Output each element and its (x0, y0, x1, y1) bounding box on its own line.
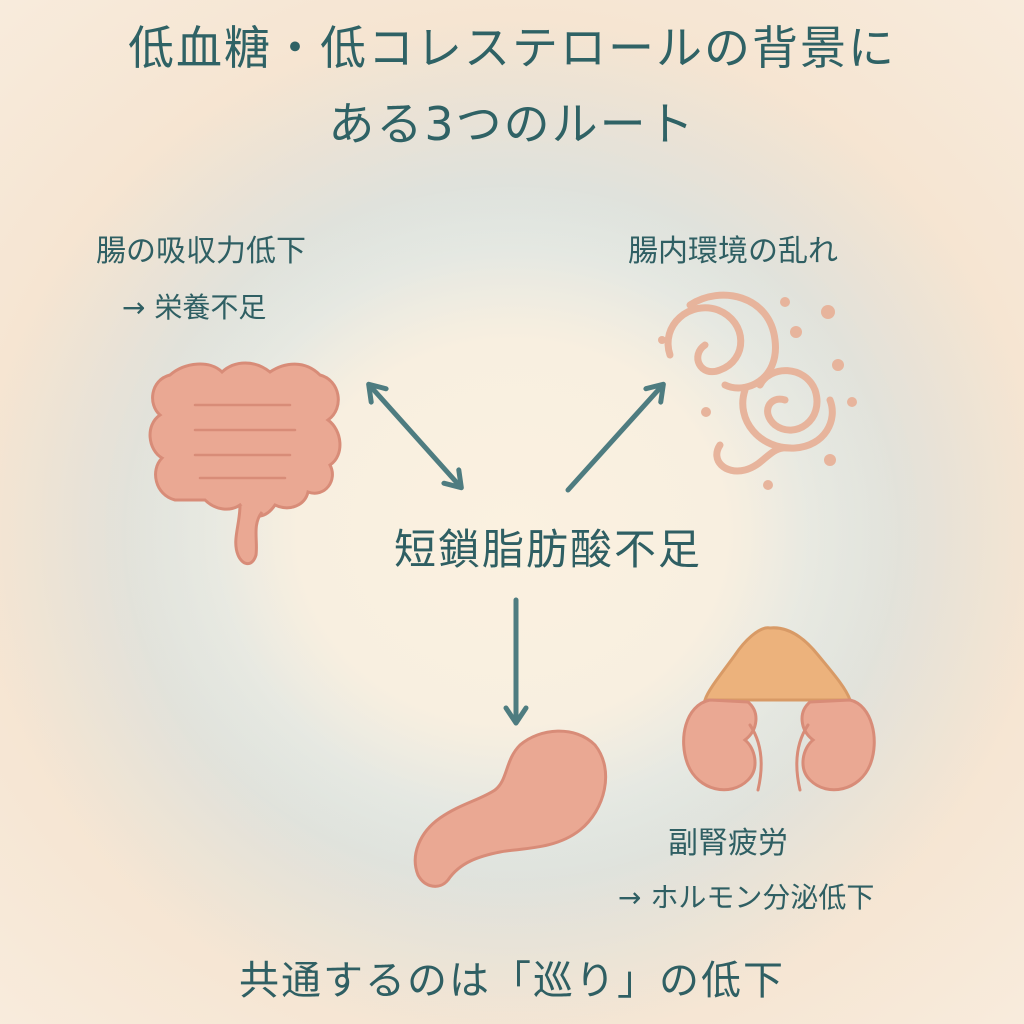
stomach-icon (413, 729, 608, 888)
arrows (366, 381, 666, 726)
center-label: 短鎖脂肪酸不足 (393, 525, 702, 574)
footer-text: 共通するのは「巡り」の低下 (239, 958, 785, 1004)
adrenal-sub-label: → ホルモン分泌低下 (618, 881, 875, 914)
title-line-2: ある3つのルート (328, 97, 696, 151)
title-line-1: 低血糖・低コレステロールの背景に (128, 21, 896, 75)
bacteria-dots (658, 297, 857, 490)
gut-bacteria-icon (664, 291, 836, 475)
absorption-sub-label: → 栄養不足 (122, 291, 267, 324)
arrow-intestine-center (366, 381, 464, 491)
adrenal-label: 副腎疲労 (668, 826, 788, 861)
gut-flora-label: 腸内環境の乱れ (628, 234, 838, 269)
absorption-label: 腸の吸収力低下 (96, 234, 306, 269)
arrow-center-flora (565, 381, 666, 493)
kidney-adrenal-icon (682, 626, 876, 792)
intestine-icon (148, 361, 342, 566)
